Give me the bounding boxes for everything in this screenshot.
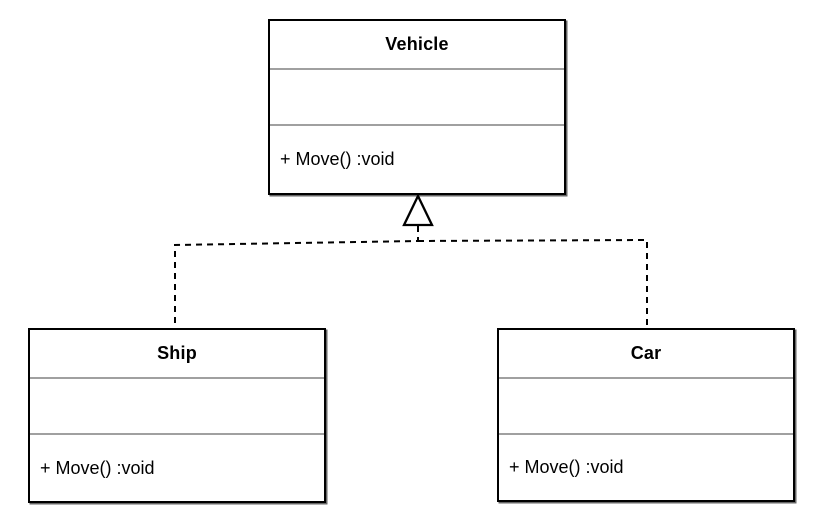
class-attributes-section-vehicle	[270, 70, 564, 126]
class-methods-section-vehicle: + Move() :void	[270, 126, 564, 193]
method-label-car: + Move() :void	[509, 457, 624, 477]
realization-connector-ship	[174, 226, 419, 327]
class-box-ship: Ship + Move() :void	[28, 328, 326, 503]
class-name-car: Car	[499, 330, 793, 379]
class-name-vehicle: Vehicle	[270, 21, 564, 70]
class-methods-section-car: + Move() :void	[499, 435, 793, 500]
class-name-ship: Ship	[30, 330, 324, 379]
class-box-car: Car + Move() :void	[497, 328, 795, 502]
method-label-vehicle: + Move() :void	[280, 149, 395, 169]
realization-triangle-arrowhead-icon	[402, 193, 434, 227]
method-label-ship: + Move() :void	[40, 457, 155, 478]
class-methods-section-ship: + Move() :void	[30, 435, 324, 501]
realization-connector-car	[417, 238, 648, 328]
class-box-vehicle: Vehicle + Move() :void	[268, 19, 566, 195]
class-attributes-section-ship	[30, 379, 324, 435]
class-attributes-section-car	[499, 379, 793, 435]
